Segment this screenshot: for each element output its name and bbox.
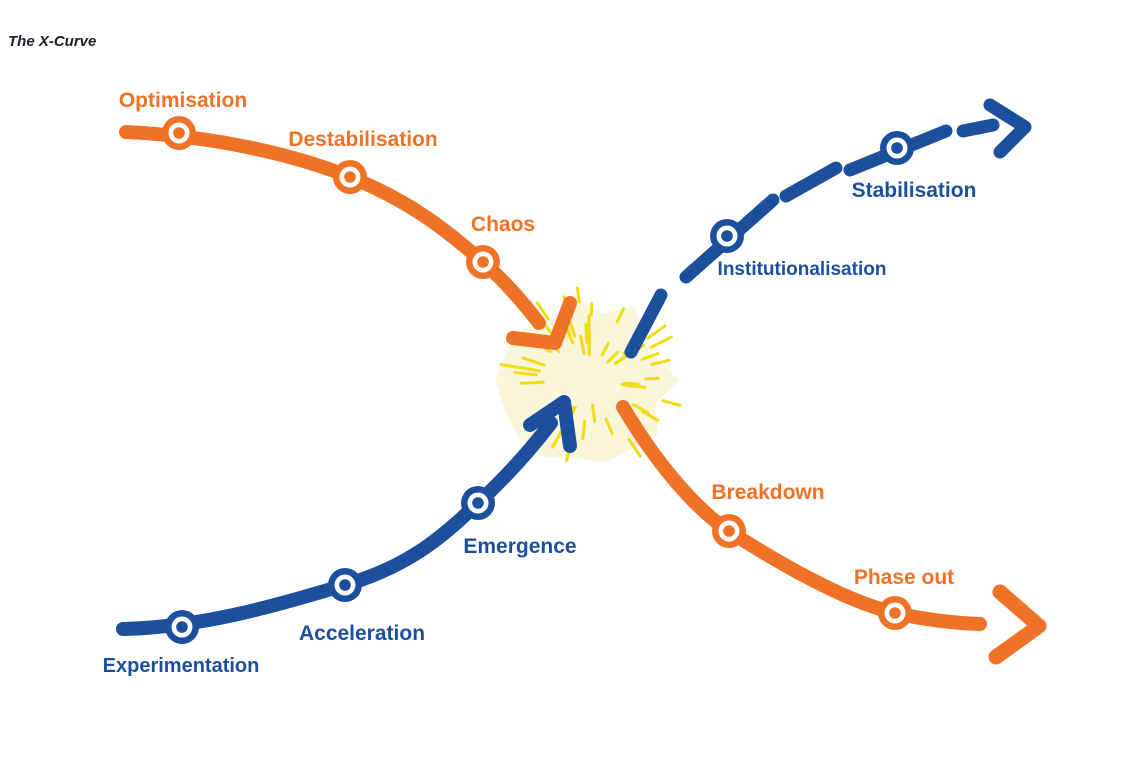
stage-node-experimentation (165, 610, 199, 644)
stage-node-optimisation (162, 116, 196, 150)
stage-label-experimentation: Experimentation (103, 655, 260, 677)
stage-node-stabilisation (880, 131, 914, 165)
decline-curve-right (616, 400, 987, 631)
stage-node-breakdown (712, 514, 746, 548)
buildup-dash-segment (956, 118, 1000, 138)
decline-stage-nodes (162, 116, 912, 630)
stage-label-destabilisation: Destabilisation (288, 128, 437, 151)
stage-node-emergence (461, 486, 495, 520)
buildup-center-arrowhead-icon (523, 395, 577, 453)
stage-label-stabilisation: Stabilisation (852, 179, 977, 202)
stage-node-institutionalisation (710, 219, 744, 253)
stage-label-chaos: Chaos (471, 213, 535, 236)
stage-node-destabilisation (333, 160, 367, 194)
stage-label-breakdown: Breakdown (711, 481, 824, 504)
decline-curve-left (119, 125, 546, 330)
buildup-dash-segment (779, 161, 843, 203)
stage-node-acceleration (328, 568, 362, 602)
decline-center-arrowhead-icon (506, 296, 577, 350)
buildup-curve-right-dashed (624, 118, 1000, 359)
stage-label-phase-out: Phase out (854, 566, 954, 589)
stage-node-chaos (466, 245, 500, 279)
buildup-dash-segment (624, 288, 668, 359)
stage-label-institutionalisation: Institutionalisation (718, 259, 887, 280)
decline-end-arrowhead-icon (988, 584, 1047, 665)
stage-label-optimisation: Optimisation (119, 89, 247, 112)
buildup-end-arrowhead-icon (983, 98, 1032, 159)
page-title: The X-Curve (8, 33, 97, 50)
stage-label-emergence: Emergence (463, 535, 576, 558)
buildup-stage-nodes (165, 131, 914, 644)
stage-label-acceleration: Acceleration (299, 622, 425, 645)
stage-node-phase-out (878, 596, 912, 630)
buildup-curve-left (116, 416, 558, 636)
